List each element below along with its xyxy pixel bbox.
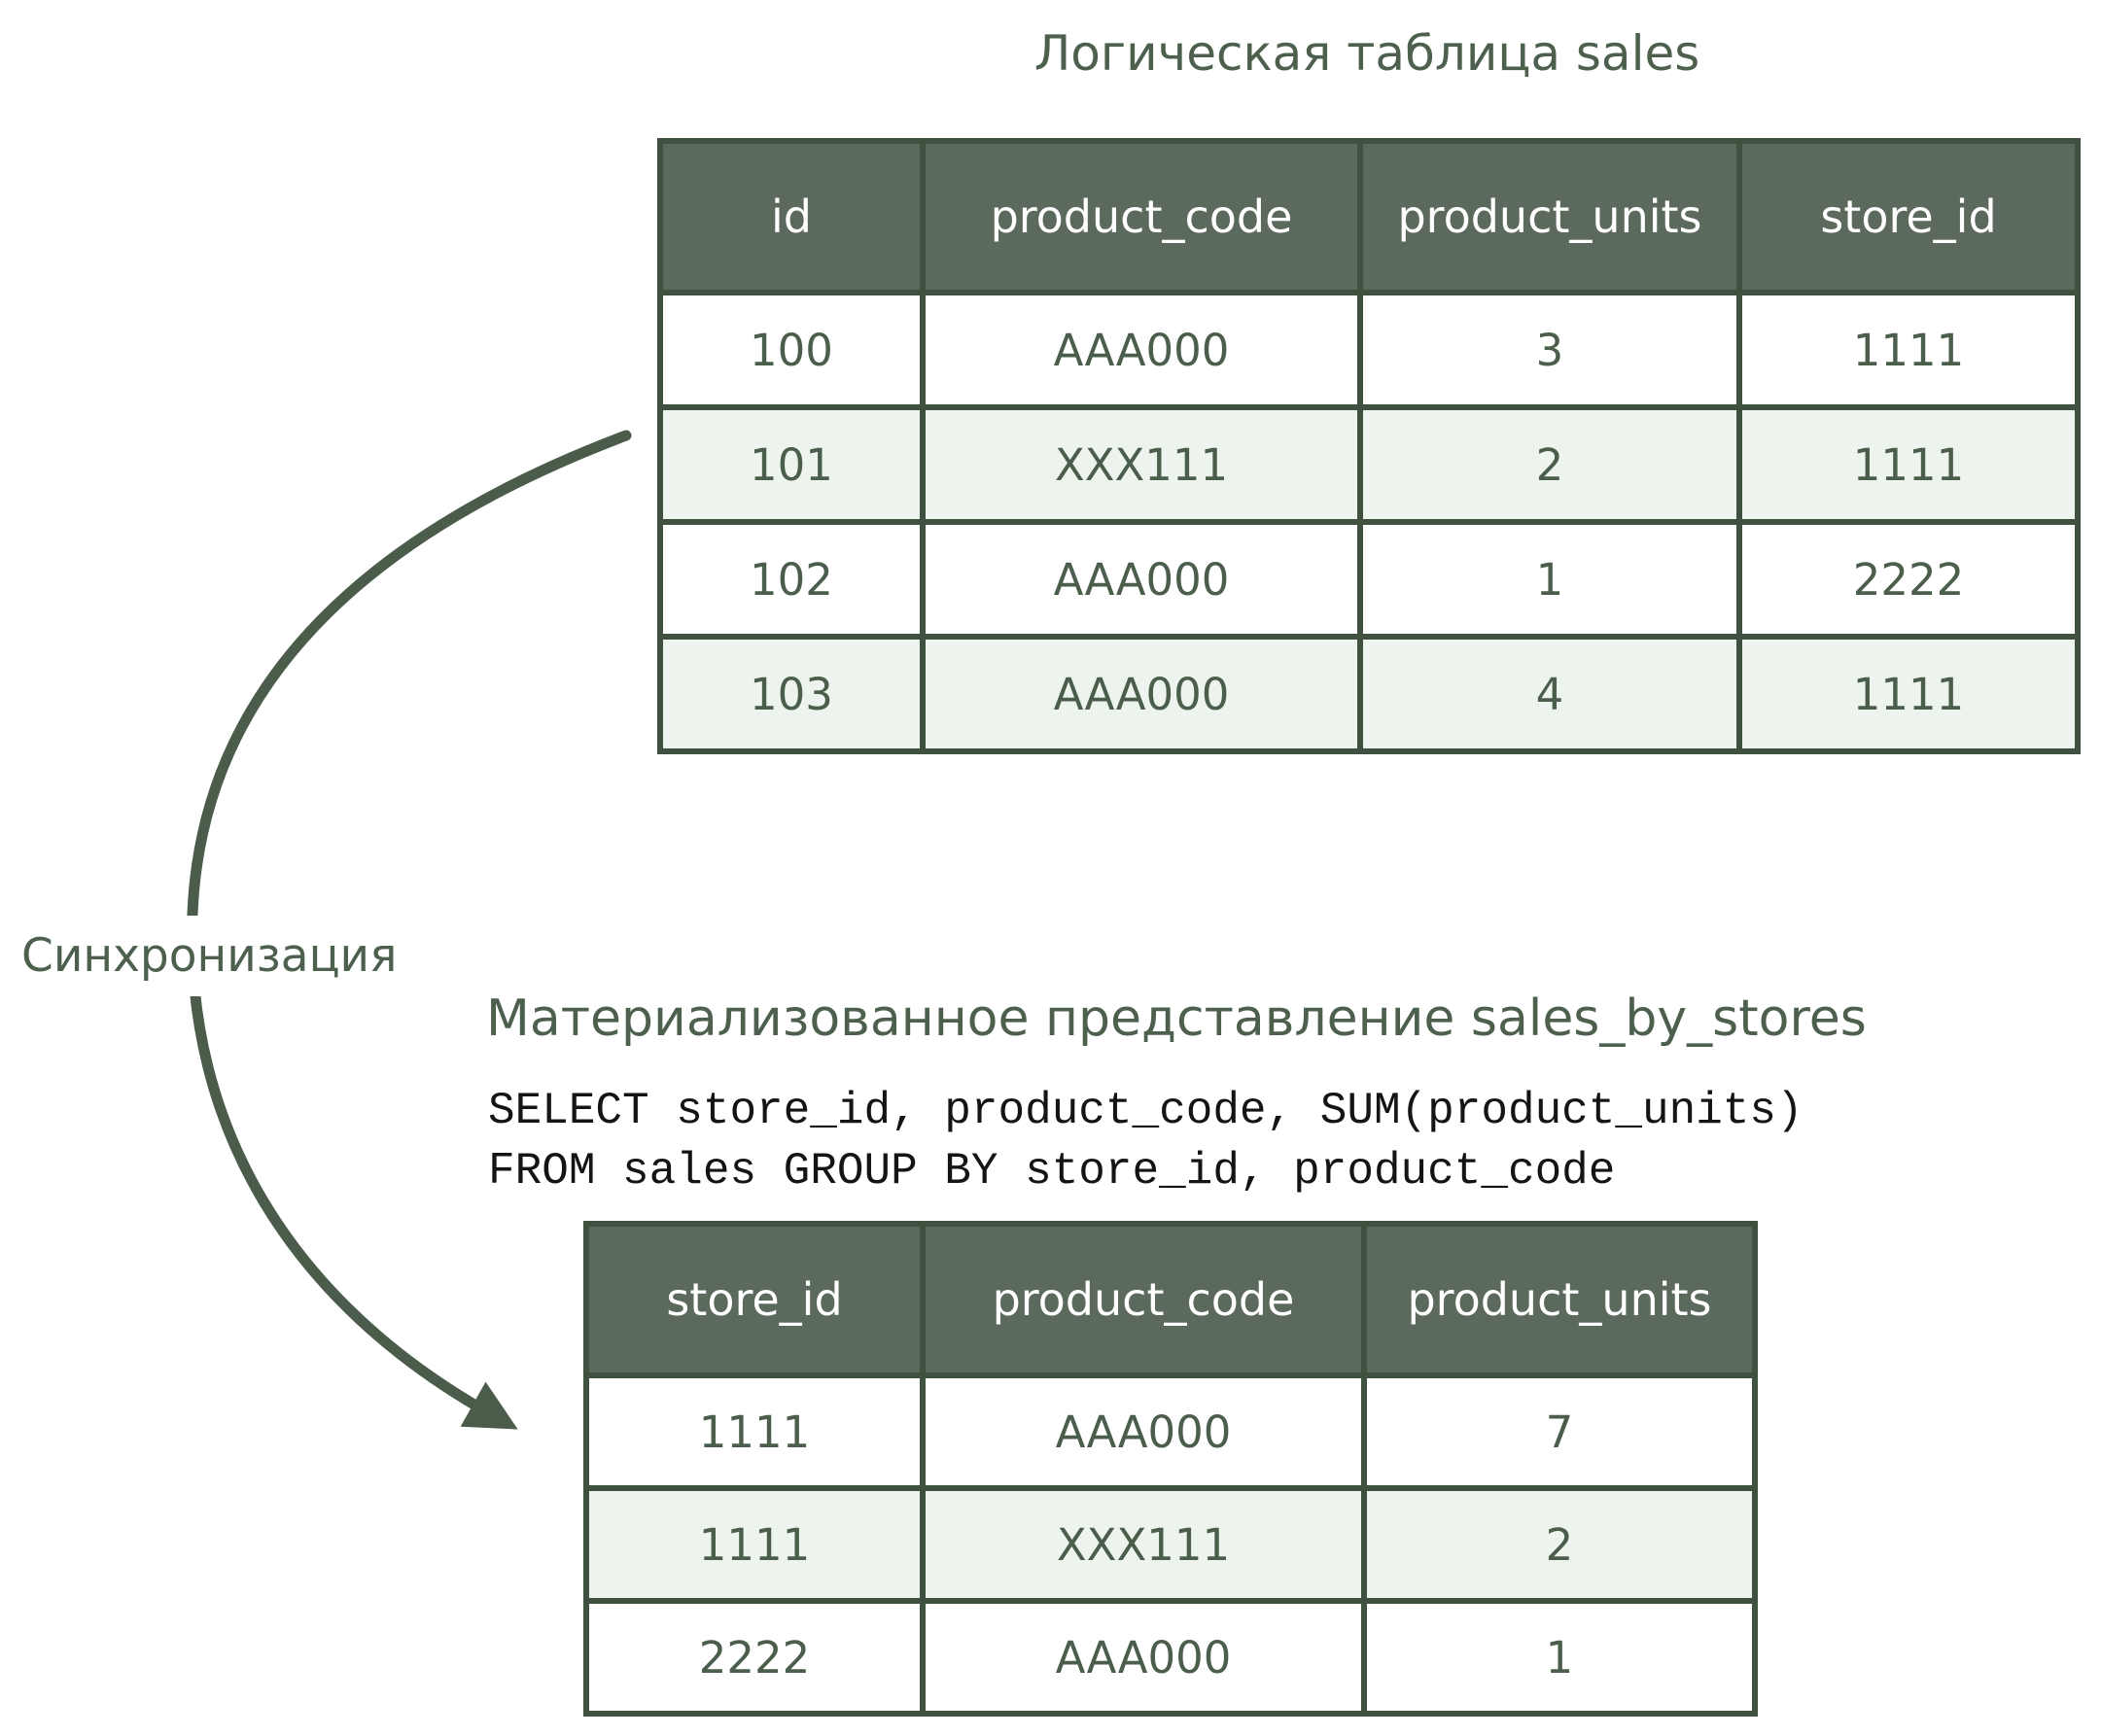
table-cell: 7 <box>1361 1372 1758 1491</box>
materialized-view-header-row: store_id product_code product_units <box>583 1221 1758 1378</box>
table-cell: 2 <box>1361 1485 1758 1604</box>
table-cell: AAA000 <box>920 519 1363 640</box>
table-row: 2222 AAA000 1 <box>583 1598 1758 1717</box>
table-cell: 103 <box>657 634 926 754</box>
table-row: 103 AAA000 4 1111 <box>657 634 2081 754</box>
table-cell: AAA000 <box>920 1598 1367 1717</box>
table-cell: 2222 <box>583 1598 926 1717</box>
table-row: 102 AAA000 1 2222 <box>657 519 2081 640</box>
table-cell: 1 <box>1357 519 1742 640</box>
table-cell: 1111 <box>583 1372 926 1491</box>
column-header-product-code: product_code <box>920 1221 1367 1378</box>
table-cell: XXX111 <box>920 404 1363 525</box>
materialized-view-table: store_id product_code product_units 1111… <box>583 1221 1758 1717</box>
table-cell: AAA000 <box>920 634 1363 754</box>
table-row: 1111 AAA000 7 <box>583 1372 1758 1491</box>
table-cell: 4 <box>1357 634 1742 754</box>
table-cell: 1111 <box>1736 634 2081 754</box>
table-cell: 102 <box>657 519 926 640</box>
materialized-view-title: Материализованное представление sales_by… <box>486 990 1867 1048</box>
table-cell: 101 <box>657 404 926 525</box>
logical-table: id product_code product_units store_id 1… <box>657 138 2081 754</box>
sync-label: Синхронизация <box>16 916 403 996</box>
table-cell: 1111 <box>1736 404 2081 525</box>
column-header-product-units: product_units <box>1361 1221 1758 1378</box>
sql-query: SELECT store_id, product_code, SUM(produ… <box>488 1081 1803 1201</box>
table-cell: 100 <box>657 290 926 410</box>
table-cell: 1111 <box>583 1485 926 1604</box>
table-cell: 2222 <box>1736 519 2081 640</box>
table-cell: 3 <box>1357 290 1742 410</box>
sql-query-line-2: FROM sales GROUP BY store_id, product_co… <box>488 1146 1616 1197</box>
column-header-store-id: store_id <box>1736 138 2081 295</box>
table-cell: 2 <box>1357 404 1742 525</box>
table-row: 1111 XXX111 2 <box>583 1485 1758 1604</box>
logical-table-title: Логическая таблица sales <box>1033 25 1700 82</box>
column-header-store-id: store_id <box>583 1221 926 1378</box>
table-cell: AAA000 <box>920 1372 1367 1491</box>
logical-table-header-row: id product_code product_units store_id <box>657 138 2081 295</box>
sql-query-line-1: SELECT store_id, product_code, SUM(produ… <box>488 1086 1803 1136</box>
table-row: 101 XXX111 2 1111 <box>657 404 2081 525</box>
table-cell: XXX111 <box>920 1485 1367 1604</box>
table-cell: 1111 <box>1736 290 2081 410</box>
column-header-id: id <box>657 138 926 295</box>
column-header-product-units: product_units <box>1357 138 1742 295</box>
table-row: 100 AAA000 3 1111 <box>657 290 2081 410</box>
table-cell: 1 <box>1361 1598 1758 1717</box>
column-header-product-code: product_code <box>920 138 1363 295</box>
table-cell: AAA000 <box>920 290 1363 410</box>
